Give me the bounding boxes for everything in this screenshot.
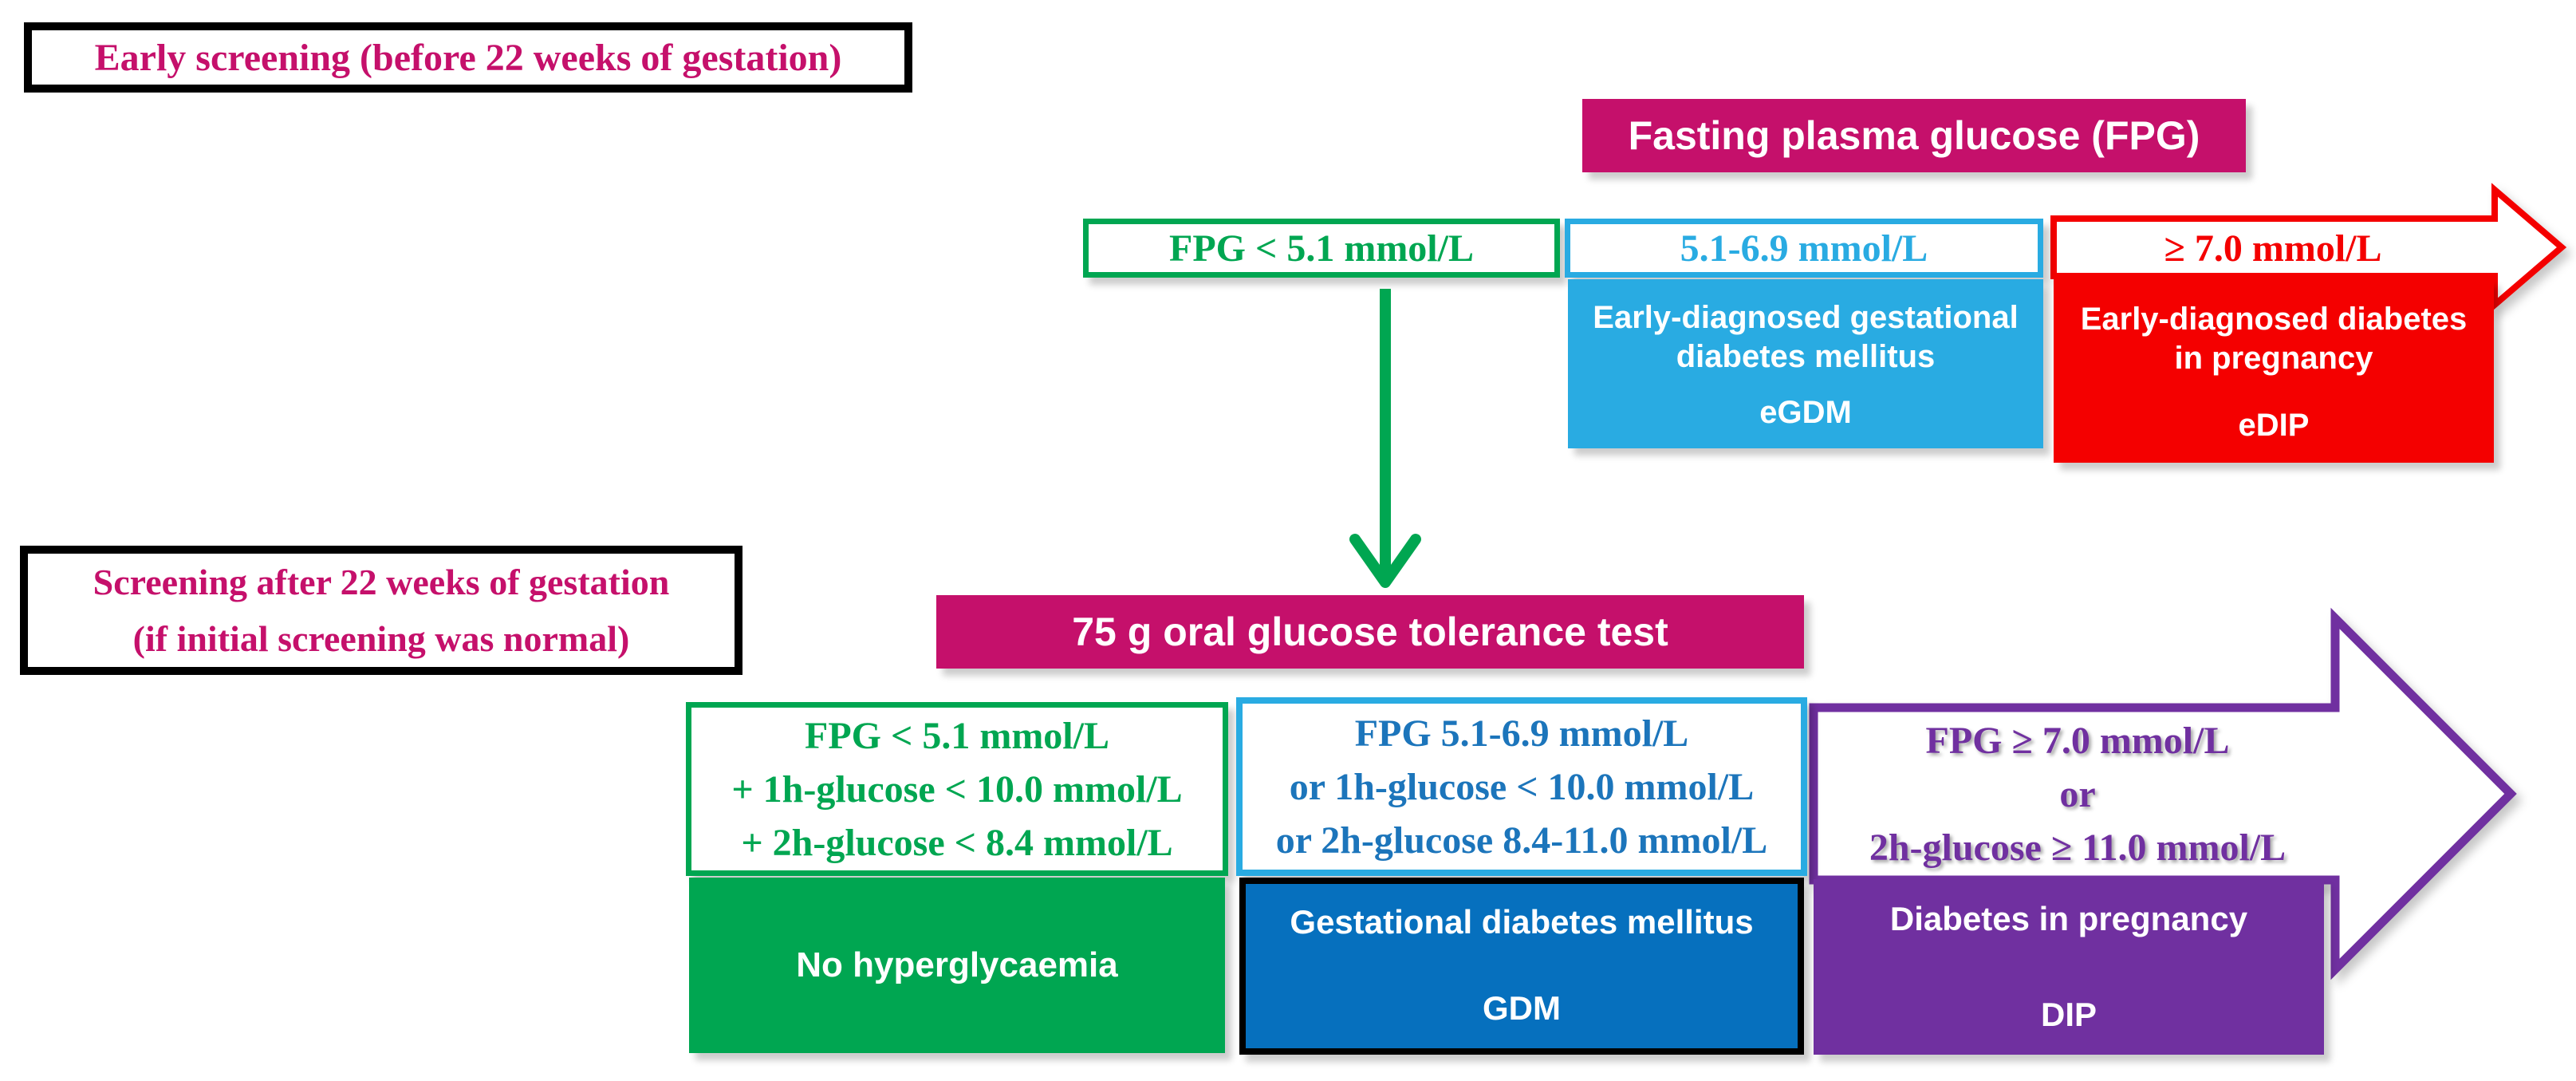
dip-criteria-line3: 2h-glucose ≥ 11.0 mmol/L [1869, 826, 2286, 869]
dip-criteria-box: FPG ≥ 7.0 mmol/L or 2h-glucose ≥ 11.0 mm… [1826, 712, 2329, 876]
fpg-header-text: Fasting plasma glucose (FPG) [1628, 113, 2200, 158]
egdm-diagnosis-line2: diabetes mellitus [1676, 338, 1936, 374]
red-arrow [2050, 183, 2567, 312]
dip-criteria-line2: or [2059, 772, 2096, 815]
gdm-abbr: GDM [1483, 989, 1561, 1027]
gdm-diagnosis-box: Gestational diabetes mellitus GDM [1239, 878, 1804, 1055]
no-hyperglycaemia-text: No hyperglycaemia [796, 945, 1118, 984]
dip-diagnosis-text: Diabetes in pregnancy [1889, 900, 2248, 937]
edip-diagnosis-box: Early-diagnosed diabetes in pregnancy eD… [2054, 279, 2494, 463]
late-screening-label-line1: Screening after 22 weeks of gestation [93, 561, 670, 602]
early-screening-label: Early screening (before 22 weeks of gest… [24, 22, 912, 93]
gdm-criteria-line1: FPG 5.1-6.9 mmol/L [1354, 712, 1689, 755]
late-normal-criteria-box: FPG < 5.1 mmol/L + 1h-glucose < 10.0 mmo… [686, 702, 1228, 876]
fpg-header: Fasting plasma glucose (FPG) [1582, 99, 2246, 172]
green-down-arrow-head [1349, 534, 1421, 588]
egdm-abbr: eGDM [1759, 395, 1852, 431]
late-screening-label: Screening after 22 weeks of gestation (i… [20, 546, 742, 675]
edip-diagnosis-lines: Early-diagnosed diabetes in pregnancy [2081, 300, 2468, 378]
late-normal-criteria-line2: + 1h-glucose < 10.0 mmol/L [731, 767, 1183, 811]
early-screening-label-text: Early screening (before 22 weeks of gest… [94, 36, 842, 79]
early-edip-criteria-box: ≥ 7.0 mmol/L [2066, 220, 2480, 276]
gdm-criteria-line2: or 1h-glucose < 10.0 mmol/L [1289, 765, 1755, 808]
early-edip-criteria-text: ≥ 7.0 mmol/L [2164, 227, 2382, 270]
edip-diagnosis-line1: Early-diagnosed diabetes [2080, 302, 2468, 337]
dip-diagnosis-box: Diabetes in pregnancy DIP [1814, 879, 2324, 1055]
early-normal-criteria-box: FPG < 5.1 mmol/L [1083, 219, 1560, 278]
early-egdm-criteria-box: 5.1-6.9 mmol/L [1565, 219, 2043, 278]
gdm-criteria-box: FPG 5.1-6.9 mmol/L or 1h-glucose < 10.0 … [1236, 697, 1807, 876]
ogtt-header-text: 75 g oral glucose tolerance test [1072, 610, 1668, 654]
egdm-diagnosis-lines: Early-diagnosed gestational diabetes mel… [1593, 298, 2018, 377]
dip-criteria-line1: FPG ≥ 7.0 mmol/L [1925, 719, 2230, 762]
red-arrow-shape [2050, 183, 2567, 312]
no-hyperglycaemia-box: No hyperglycaemia [689, 878, 1225, 1053]
gdm-diagnosis-text: Gestational diabetes mellitus [1290, 903, 1754, 941]
green-down-arrow [1349, 289, 1421, 588]
egdm-diagnosis-line1: Early-diagnosed gestational [1593, 300, 2019, 335]
late-screening-label-line2: (if initial screening was normal) [132, 618, 630, 659]
early-normal-criteria-text: FPG < 5.1 mmol/L [1169, 227, 1474, 270]
egdm-diagnosis-box: Early-diagnosed gestational diabetes mel… [1568, 279, 2043, 448]
edip-abbr: eDIP [2238, 408, 2310, 444]
gdm-criteria-line3: or 2h-glucose 8.4-11.0 mmol/L [1275, 819, 1768, 862]
edip-diagnosis-line2: in pregnancy [2174, 340, 2373, 376]
dip-abbr: DIP [2040, 996, 2097, 1033]
ogtt-header: 75 g oral glucose tolerance test [936, 595, 1804, 669]
early-egdm-criteria-text: 5.1-6.9 mmol/L [1680, 227, 1928, 270]
late-normal-criteria-line1: FPG < 5.1 mmol/L [805, 714, 1109, 757]
late-normal-criteria-line3: + 2h-glucose < 8.4 mmol/L [741, 821, 1173, 864]
